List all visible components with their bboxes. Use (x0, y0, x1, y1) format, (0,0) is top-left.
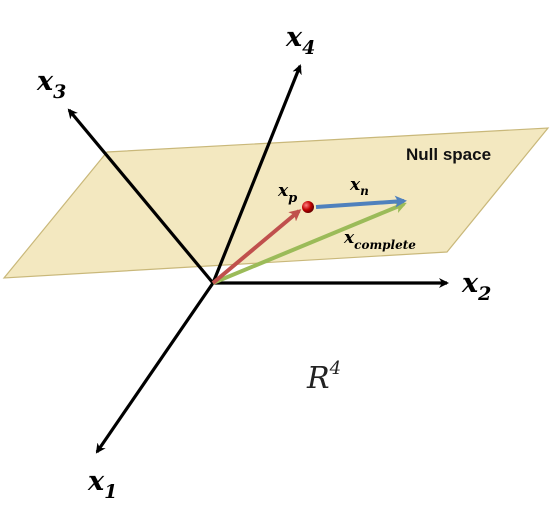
axis-label-x3: x3 (36, 66, 66, 103)
vector-label-x-p: xp (277, 181, 297, 206)
vector-x-p (211, 209, 302, 285)
vector-label-x-n: xn (349, 175, 369, 198)
axis-x3 (67, 108, 215, 285)
axis-label-x1: x1 (87, 466, 117, 503)
null-space-label: Null space (406, 145, 491, 164)
axis-label-x4: x4 (285, 22, 315, 59)
axis-x1 (95, 282, 215, 454)
axis-x4 (211, 64, 302, 284)
vector-x-n (315, 195, 407, 209)
axis-label-x2: x2 (461, 268, 491, 305)
particular-solution-point (302, 201, 314, 213)
space-label: R4 (306, 358, 341, 396)
vector-x-complete (212, 201, 407, 285)
vector-label-x-complete: xcomplete (343, 228, 416, 252)
null-space-plane (2, 127, 550, 279)
